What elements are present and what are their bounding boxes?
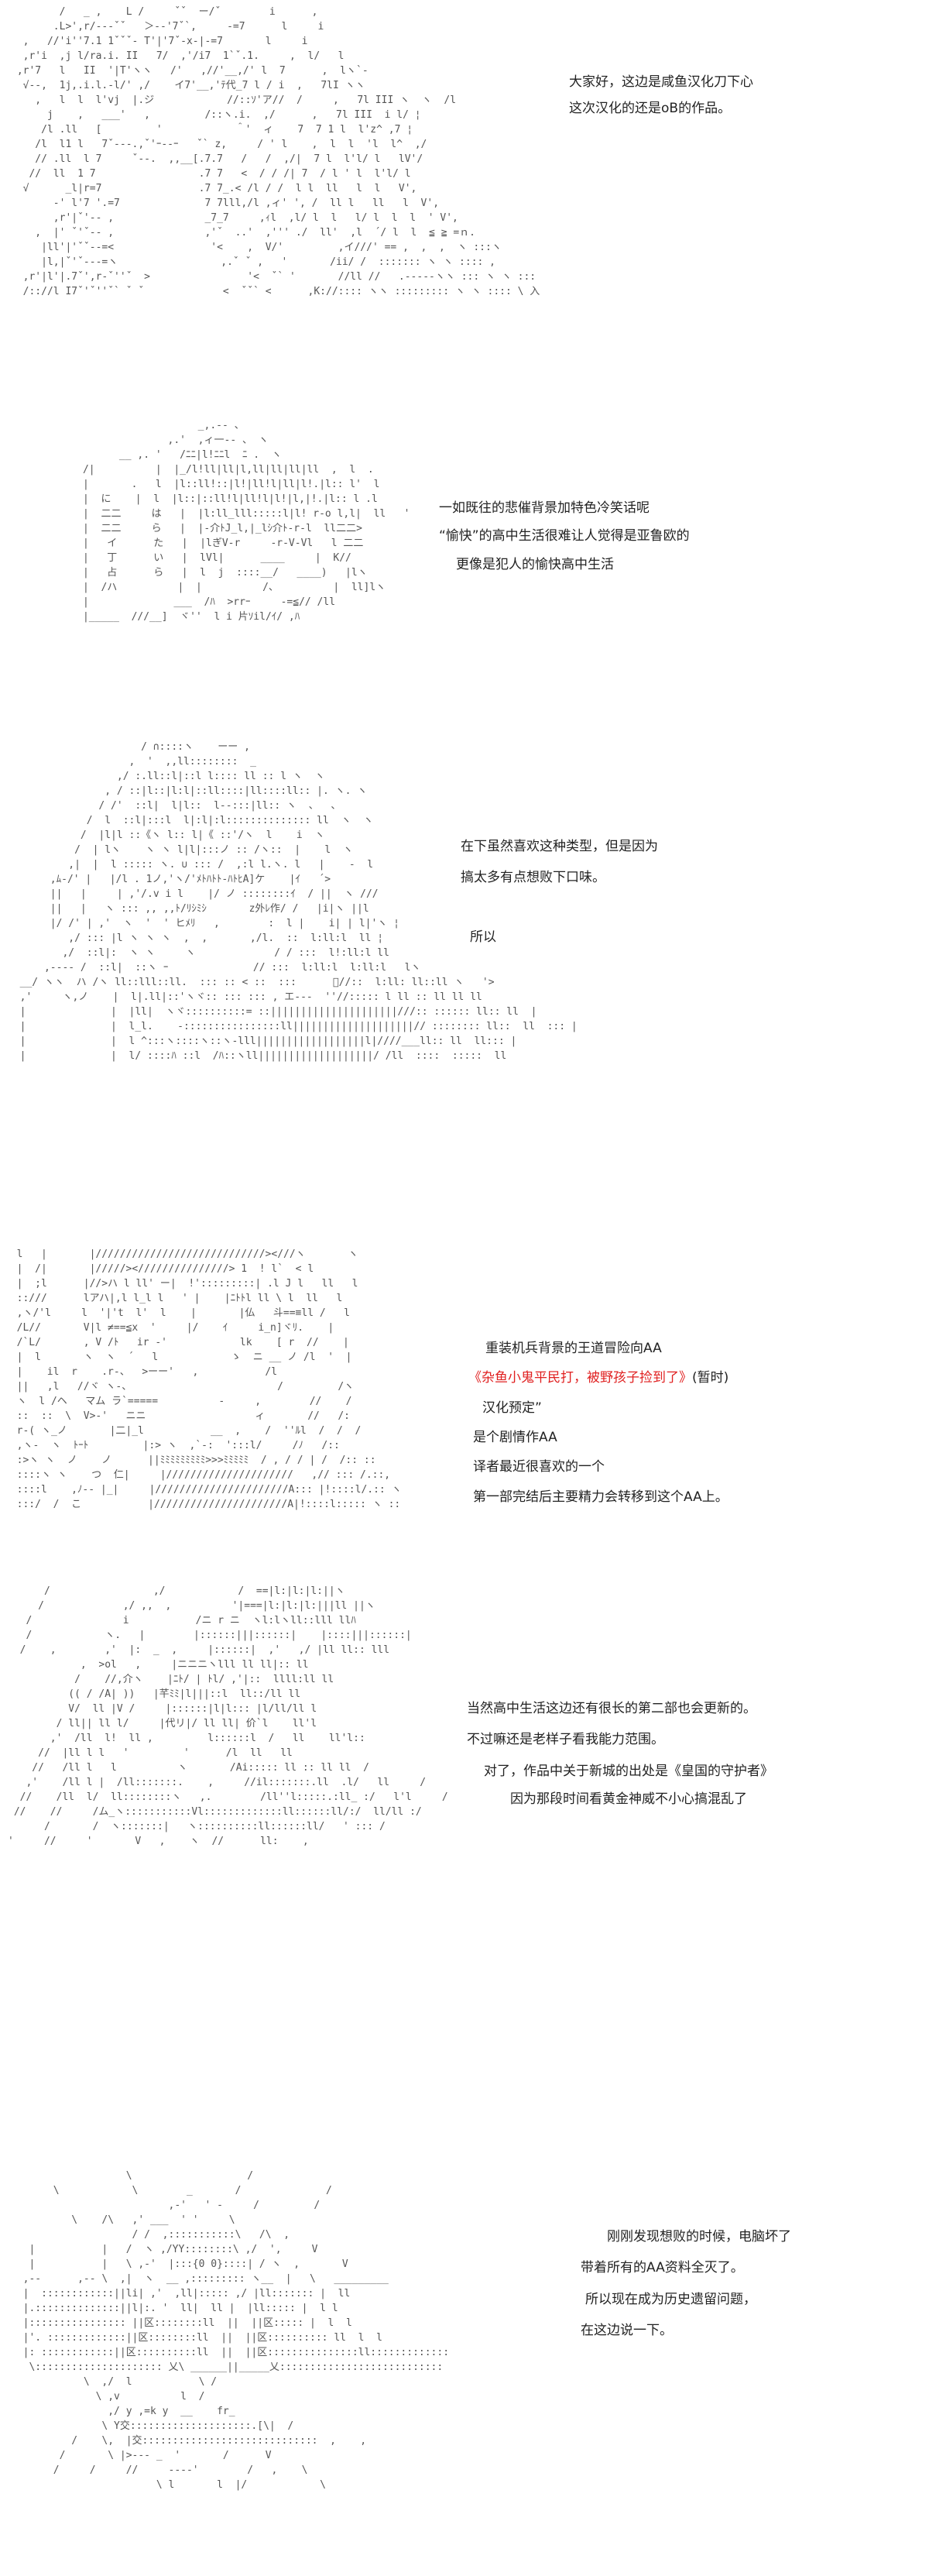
text-line: 刚刚发现想败的时候，电脑坏了 [607, 2229, 791, 2245]
panel-5: / ,/ / ==|l:|l:|l:||ヽ / ,/ ,, , '|===|l:… [0, 1584, 929, 1909]
text-line: 译者最近很喜欢的一个 [473, 1459, 605, 1475]
ascii-art-1: / _ , L / ˇˇ ー/ˇ i , .L>',r/‐-‐ˇˇ ＞-‐'7ˇ… [16, 6, 540, 297]
panel-4-text: 重装机兵背景的王道冒险向AA 《杂鱼小鬼平民打，被野孩子捡到了》(暂时) 汉化预… [468, 1338, 728, 1507]
text-line: 第一部完结后主要精力会转移到这个AA上。 [473, 1489, 728, 1505]
ascii-art-3: / ∩::::ヽ ーー , , ' ,,ll:::::::: _ ,/ :.ll… [19, 741, 578, 1062]
text-line: 搞太多有点想败下口味。 [461, 870, 605, 886]
text-line: 汉化预定” [482, 1400, 542, 1416]
ascii-art-2: _,.-‐ 、 ,.' ,ィ一-‐ 、 ヽ __ ,. ' /ﾆﾆ|l!ﾆﾆl … [82, 420, 410, 623]
panel-1: / _ , L / ˇˇ ー/ˇ i , .L>',r/‐-‐ˇˇ ＞-‐'7ˇ… [0, 0, 929, 356]
text-line: 对了，作品中关于新城的出处是《皇国的守护者》 [484, 1763, 773, 1779]
text-line: 一如既往的悲催背景加特色冷笑话呢 [439, 500, 650, 516]
panel-3-text: 在下虽然喜欢这种类型，但是因为 搞太多有点想败下口味。 所以 [461, 836, 658, 947]
ascii-art-6: \ / \ \ _ / / ,-' ' - / / \ /\ ,' ___ ' … [22, 2170, 450, 2491]
title-suffix: (暂时) [692, 1370, 729, 1386]
text-line: 大家好，这边是咸鱼汉化刀下心 [569, 74, 753, 90]
text-line: 是个剧情作AA [473, 1430, 557, 1446]
panel-5-text: 当然高中生活这边还有很长的第二部也会更新的。 不过嘛还是老样子看我能力范围。 对… [467, 1698, 773, 1809]
panel-2-text: 一如既往的悲催背景加特色冷笑话呢 “愉快”的高中生活很难让人觉得是亚鲁欧的 更像… [439, 498, 690, 575]
text-line: 在下虽然喜欢这种类型，但是因为 [461, 839, 658, 854]
text-line: “愉快”的高中生活很难让人觉得是亚鲁欧的 [439, 528, 690, 544]
text-line: 因为那段时间看黄金神威不小心搞混乱了 [510, 1791, 747, 1808]
text-line: 在这边说一下。 [581, 2323, 673, 2339]
text-line: 带着所有的AA资料全灭了。 [581, 2260, 744, 2276]
ascii-art-4: l | |////////////////////////////><///ヽ … [16, 1249, 402, 1510]
panel-6: \ / \ \ _ / / ,-' ' - / / \ /\ ,' ___ ' … [0, 2169, 929, 2556]
text-line: 当然高中生活这边还有很长的第二部也会更新的。 [467, 1701, 756, 1716]
text-line: 不过嘛还是老样子看我能力范围。 [467, 1732, 664, 1748]
panel-3: / ∩::::ヽ ーー , , ' ,,ll:::::::: _ ,/ :.ll… [0, 740, 929, 1127]
text-line: 这次汉化的还是oB的作品。 [569, 101, 732, 117]
text-line: 所以 [470, 929, 496, 945]
red-title: 《杂鱼小鬼平民打，被野孩子捡到了》 [468, 1370, 692, 1386]
text-line: 重装机兵背景的王道冒险向AA [485, 1341, 662, 1356]
text-line-highlight: 《杂鱼小鬼平民打，被野孩子捡到了》(暂时) [468, 1368, 728, 1388]
panel-4: l | |////////////////////////////><///ヽ … [0, 1247, 929, 1526]
text-line: 所以现在成为历史遗留问题， [585, 2291, 756, 2307]
text-line: 更像是犯人的愉快高中生活 [456, 556, 614, 572]
panel-2: _,.-‐ 、 ,.' ,ィ一-‐ 、 ヽ __ ,. ' /ﾆﾆ|l!ﾆﾆl … [0, 418, 929, 682]
ascii-art-5: / ,/ / ==|l:|l:|l:||ヽ / ,/ ,, , '|===|l:… [8, 1585, 448, 1847]
panel-6-text: 刚刚发现想败的时候，电脑坏了 带着所有的AA资料全灭了。 所以现在成为历史遗留问… [581, 2227, 791, 2341]
panel-1-text: 大家好，这边是咸鱼汉化刀下心 这次汉化的还是oB的作品。 [569, 72, 753, 119]
